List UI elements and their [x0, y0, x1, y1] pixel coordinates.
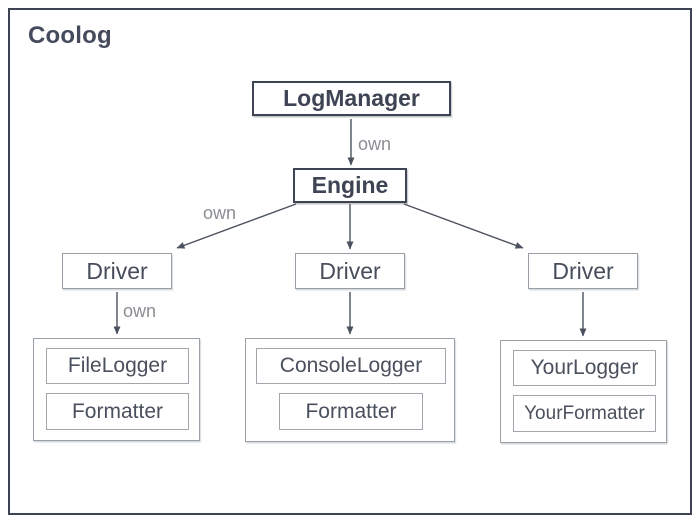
node-driver-middle-label: Driver: [319, 257, 381, 284]
node-yourlogger: YourLogger: [513, 350, 656, 386]
node-consolelogger-label: ConsoleLogger: [279, 354, 423, 377]
node-filelogger: FileLogger: [46, 348, 189, 384]
node-driver-middle: Driver: [295, 253, 405, 289]
node-yourlogger-label: YourLogger: [530, 356, 639, 379]
node-formatter-left: Formatter: [46, 393, 189, 430]
node-driver-left: Driver: [62, 253, 172, 289]
node-yourformatter: YourFormatter: [513, 395, 656, 432]
node-engine: Engine: [293, 168, 407, 203]
node-driver-right-label: Driver: [552, 257, 614, 284]
node-filelogger-label: FileLogger: [67, 354, 168, 377]
node-formatter-middle-label: Formatter: [305, 399, 397, 423]
node-engine-label: Engine: [311, 172, 389, 198]
diagram-title: Coolog: [28, 22, 112, 49]
node-logmanager: LogManager: [252, 81, 451, 116]
node-formatter-left-label: Formatter: [71, 399, 163, 423]
group-your-driver: YourLogger YourFormatter: [500, 340, 667, 443]
node-consolelogger: ConsoleLogger: [256, 348, 446, 384]
node-driver-left-label: Driver: [86, 257, 148, 284]
group-file-driver: FileLogger Formatter: [33, 338, 200, 441]
node-yourformatter-label: YourFormatter: [524, 402, 645, 424]
node-logmanager-label: LogManager: [283, 85, 420, 111]
group-console-driver: ConsoleLogger Formatter: [245, 338, 455, 442]
node-formatter-middle: Formatter: [279, 393, 423, 430]
node-driver-right: Driver: [528, 253, 638, 289]
